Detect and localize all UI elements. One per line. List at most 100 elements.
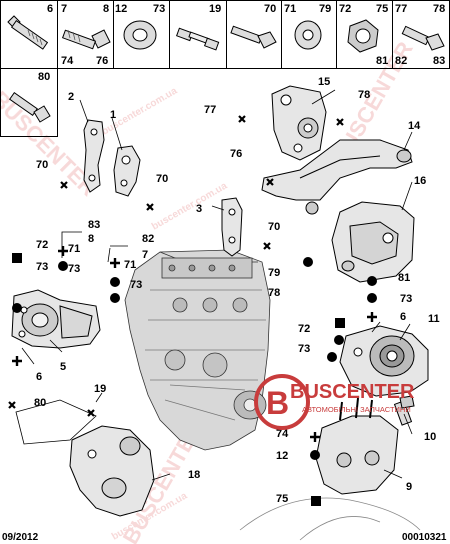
hw-label-83: 83 <box>433 55 445 67</box>
callout-5: 5 <box>60 361 66 373</box>
markers-plus <box>12 246 377 442</box>
vehicle-wheel-sketch <box>239 497 421 541</box>
callout-71-left: 71 <box>68 243 80 255</box>
callout-7: 7 <box>142 249 148 261</box>
callout-73-mid: 73 <box>298 343 310 355</box>
hw-label-75: 75 <box>376 3 388 15</box>
hw-label-77: 77 <box>395 3 407 15</box>
lower-bracket-18 <box>69 425 155 517</box>
mount-bracket-1 <box>113 145 141 197</box>
callout-1: 1 <box>110 109 116 121</box>
bolt-short-icon <box>401 25 445 51</box>
hw-label-73: 73 <box>153 3 165 15</box>
watermark-site-2: buscenter.com.ua <box>150 180 230 232</box>
callout-80: 80 <box>34 397 46 409</box>
callout-16: 16 <box>414 175 426 187</box>
hw-label-8: 8 <box>103 3 109 15</box>
callout-6-right: 6 <box>400 311 406 323</box>
callout-75: 75 <box>276 493 288 505</box>
mount-bracket-2 <box>83 119 105 193</box>
callout-9: 9 <box>406 481 412 493</box>
callout-19: 19 <box>94 383 106 395</box>
brand-name: BUSCENTER <box>290 381 415 403</box>
hw-label-70: 70 <box>264 3 276 15</box>
callout-71-mid: 71 <box>124 259 136 271</box>
callout-73-left: 73 <box>36 261 48 273</box>
callout-10: 10 <box>424 431 436 443</box>
hw-label-78: 78 <box>433 3 445 15</box>
callout-72-left: 72 <box>36 239 48 251</box>
callout-82: 82 <box>142 233 154 245</box>
callout-labels: 2 1 70 70 3 70 15 78 77 76 14 16 79 78 8… <box>34 76 440 505</box>
bolt-hex-icon <box>230 25 277 49</box>
footer-ref: 00010321 <box>402 532 447 543</box>
callout-12: 12 <box>276 450 288 462</box>
nut-icon <box>347 19 379 53</box>
brand-tagline: АВТОМОБІЛЬНІ ЗАПЧАСТИНИ <box>302 405 411 414</box>
callout-81: 81 <box>398 272 410 284</box>
marker-dot-hatch <box>327 276 377 362</box>
callout-72-right: 72 <box>298 323 310 335</box>
hw-label-71: 71 <box>284 3 296 15</box>
callout-3: 3 <box>196 203 202 215</box>
hw-label-81: 81 <box>376 55 388 67</box>
callout-11: 11 <box>428 313 440 325</box>
markers-square <box>12 253 345 506</box>
hw-label-79: 79 <box>319 3 331 15</box>
callout-6-left: 6 <box>36 371 42 383</box>
callout-73-center: 73 <box>130 279 142 291</box>
leader-lines <box>21 89 413 481</box>
markers-dot <box>12 257 377 460</box>
callout-70-left: 70 <box>36 159 48 171</box>
callout-77: 77 <box>204 104 216 116</box>
callout-78-bottom: 78 <box>268 287 280 299</box>
support-arm-14 <box>261 139 413 215</box>
hw-label-12: 12 <box>115 3 127 15</box>
front-mount-11 <box>339 325 429 397</box>
callout-15: 15 <box>318 76 330 88</box>
hw-label-74: 74 <box>61 55 74 67</box>
callout-83: 83 <box>88 219 100 231</box>
lower-mount-9 <box>315 397 399 495</box>
callout-70-mid: 70 <box>156 173 168 185</box>
callout-73-right: 73 <box>400 293 412 305</box>
hardware-labels: 6 7 8 74 76 12 73 19 70 71 79 72 75 81 7… <box>38 3 445 83</box>
footer-date: 09/2012 <box>2 532 39 543</box>
callout-73-leftmid: 73 <box>68 263 80 275</box>
callout-74: 74 <box>276 428 289 440</box>
brand-logo: B BUSCENTER АВТОМОБІЛЬНІ ЗАПЧАСТИНИ <box>254 374 415 430</box>
callout-8: 8 <box>88 233 94 245</box>
hw-label-6: 6 <box>47 3 53 15</box>
nut-washer-icon <box>294 20 322 50</box>
bolt-long-icon <box>7 15 49 50</box>
brand-logo-letter: B <box>266 385 289 421</box>
bracket-outline-18 <box>15 399 97 445</box>
callout-2: 2 <box>68 91 74 103</box>
hw-label-19: 19 <box>209 3 221 15</box>
left-mount-5 <box>11 289 101 349</box>
rear-mount-16 <box>331 201 415 283</box>
mount-bracket-3 <box>221 197 243 257</box>
hw-label-72: 72 <box>339 3 351 15</box>
markers-x <box>8 115 344 417</box>
callout-78-top: 78 <box>358 89 370 101</box>
washer-icon <box>123 20 157 50</box>
stud-icon <box>175 27 220 51</box>
engine-mount-15 <box>271 85 327 161</box>
hardware-table <box>0 0 450 137</box>
bolt-80-icon <box>9 92 51 123</box>
hw-label-82: 82 <box>395 55 407 67</box>
callout-70-right: 70 <box>268 221 280 233</box>
engine-block <box>124 249 271 451</box>
bolt-flange-icon <box>61 29 111 50</box>
callout-18: 18 <box>188 469 200 481</box>
callout-79: 79 <box>268 267 280 279</box>
hw-label-80: 80 <box>38 71 50 83</box>
callout-76: 76 <box>230 148 242 160</box>
callout-14: 14 <box>408 120 421 132</box>
hw-label-7: 7 <box>61 3 67 15</box>
footer: 09/2012 00010321 <box>2 532 447 543</box>
hw-label-76: 76 <box>96 55 108 67</box>
bolt-10 <box>393 395 415 426</box>
